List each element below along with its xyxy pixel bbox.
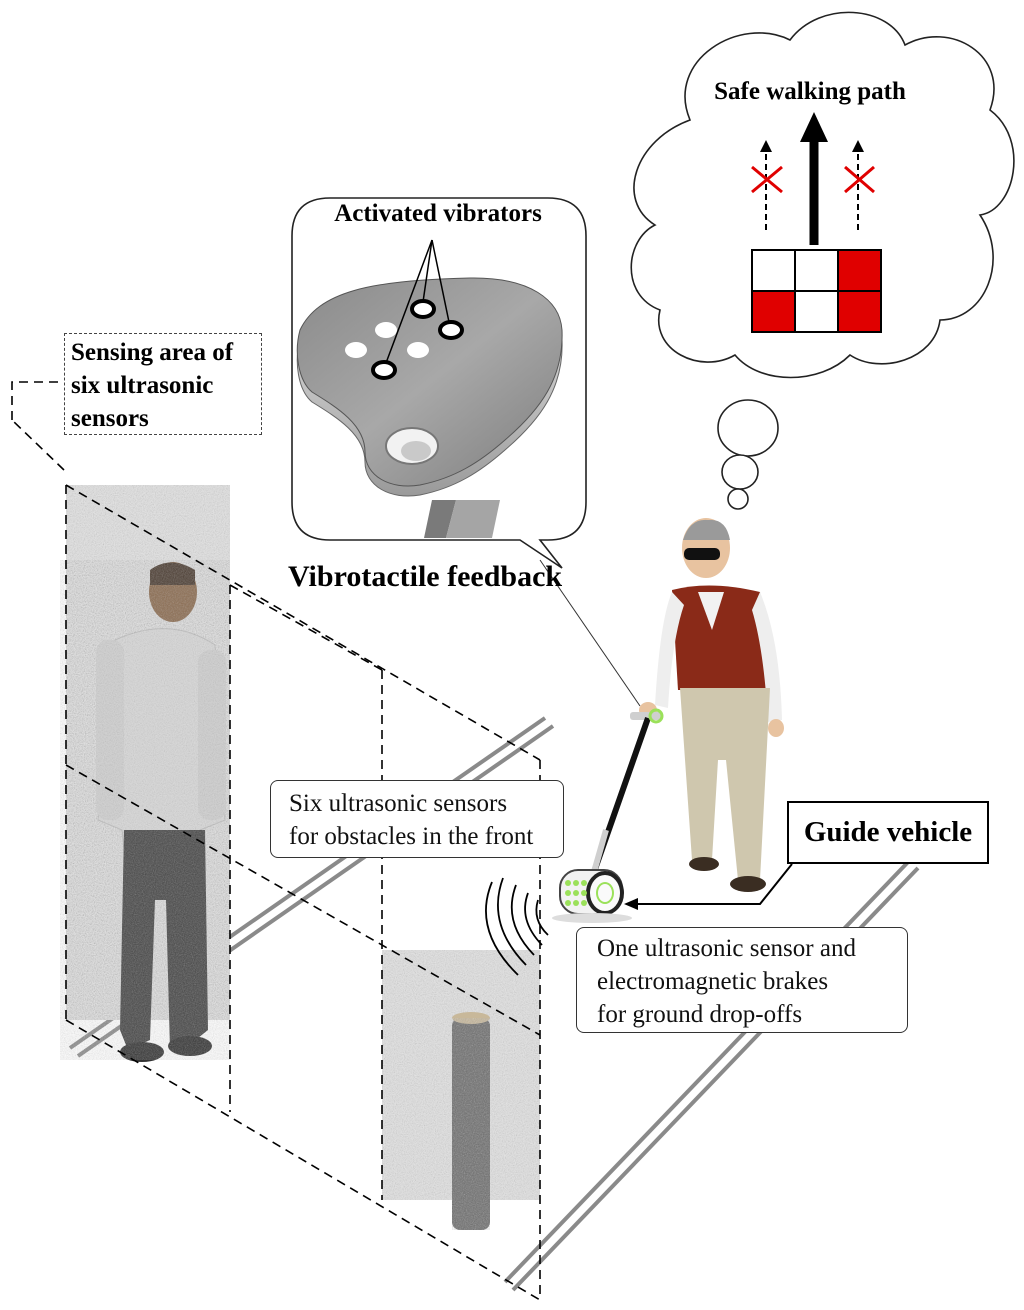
sensing-area-line-2: six ultrasonic (71, 372, 214, 399)
drop-off-sensor-label: One ultrasonic sensor and electromagneti… (576, 927, 908, 1033)
thought-bubble-small (727, 488, 749, 510)
cross-left-icon (751, 165, 783, 194)
blind-user (639, 518, 784, 892)
vibrator-pointers (385, 239, 450, 364)
vibrator-2 (375, 322, 397, 338)
activated-vibrators-title: Activated vibrators (334, 200, 542, 227)
drop-off-line-3: for ground drop-offs (597, 1001, 803, 1028)
thought-bubble-large (717, 399, 779, 457)
sensing-outline (11, 381, 541, 1301)
bollard-obstacle (452, 1012, 490, 1230)
front-sensors-line-2: for obstacles in the front (289, 823, 534, 850)
guide-vehicle (552, 708, 664, 923)
grid-cell-0-2 (837, 249, 882, 292)
vibro-handle (630, 712, 662, 720)
grid-cell-0-1 (794, 249, 839, 292)
vibrator-active-3 (371, 360, 397, 380)
front-sensors-line-1: Six ultrasonic sensors (289, 790, 508, 817)
grid-cell-0-0 (751, 249, 796, 292)
grid-cell-1-1 (794, 290, 839, 333)
cross-right-icon (844, 165, 875, 194)
ultrasonic-waves-icon (485, 877, 549, 976)
vehicle-wheel (586, 871, 624, 915)
vibrator-active-1 (410, 299, 436, 319)
vibrator-callout (291, 197, 587, 569)
vest (672, 585, 770, 690)
vibro-leader-line (539, 559, 641, 707)
vibrator-3 (407, 342, 429, 358)
grid-cell-1-2 (837, 290, 882, 333)
thought-cloud (630, 11, 1015, 510)
sensing-area-line-1: Sensing area of (71, 339, 234, 366)
path-arrows (751, 112, 875, 245)
thought-bubble-medium (721, 454, 759, 490)
sensing-area-label: Sensing area of six ultrasonic sensors (64, 333, 262, 435)
sensing-area-line-3: sensors (71, 405, 149, 432)
grid-cell-1-0 (751, 290, 796, 333)
sunglasses-icon (684, 548, 720, 560)
drop-off-line-1: One ultrasonic sensor and (597, 935, 856, 962)
vibrotactile-feedback-title: Vibrotactile feedback (288, 560, 563, 593)
guide-vehicle-label: Guide vehicle (787, 801, 989, 864)
vibrator-1 (345, 342, 367, 358)
drop-off-line-2: electromagnetic brakes (597, 968, 829, 995)
front-sensors-label: Six ultrasonic sensors for obstacles in … (270, 780, 564, 858)
vibrator-active-2 (438, 320, 464, 340)
vibrator-state-grid (751, 249, 882, 333)
safe-walking-path-title: Safe walking path (714, 78, 906, 105)
sensor-leds (565, 880, 587, 906)
pants (680, 688, 770, 880)
guide-vehicle-pointer (624, 863, 793, 910)
person-obstacle (60, 560, 230, 1062)
handle-plate (296, 277, 563, 487)
